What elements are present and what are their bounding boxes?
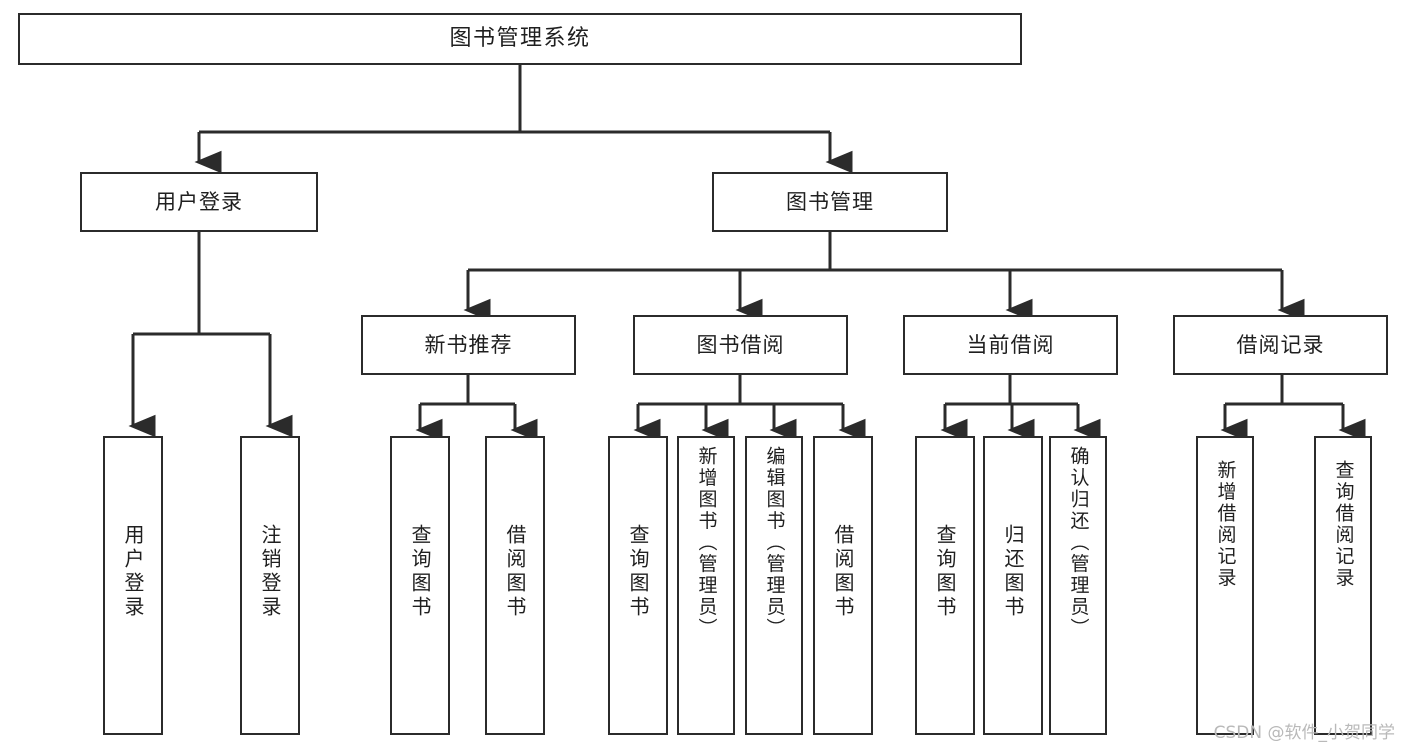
node-leaf-return-book-label: 归还图书 — [1001, 524, 1025, 620]
node-leaf-query-book-2[interactable]: 查询图书 — [608, 436, 668, 735]
node-root-label: 图书管理系统 — [449, 26, 591, 52]
node-leaf-add-record[interactable]: 新增借阅记录 — [1196, 436, 1254, 735]
csdn-watermark: CSDN @软件_小贺同学 — [1213, 723, 1395, 743]
node-leaf-edit-book[interactable]: 编辑图书（管理员） — [745, 436, 803, 735]
node-leaf-query-book-3[interactable]: 查询图书 — [915, 436, 975, 735]
node-book-borrow[interactable]: 图书借阅 — [633, 315, 848, 375]
node-leaf-add-book[interactable]: 新增图书（管理员） — [677, 436, 735, 735]
node-book-manage-label: 图书管理 — [786, 189, 874, 214]
node-new-book-rec-label: 新书推荐 — [424, 332, 513, 357]
node-leaf-query-book-1-label: 查询图书 — [408, 524, 432, 620]
node-leaf-query-record[interactable]: 查询借阅记录 — [1314, 436, 1372, 735]
node-leaf-confirm-return-label: 确认归还（管理员） — [1067, 446, 1090, 640]
node-book-manage[interactable]: 图书管理 — [712, 172, 948, 232]
node-leaf-query-book-3-label: 查询图书 — [933, 524, 957, 620]
node-leaf-borrow-book-1-label: 借阅图书 — [503, 524, 527, 620]
node-borrow-record-label: 借阅记录 — [1236, 332, 1325, 357]
node-user-login[interactable]: 用户登录 — [80, 172, 318, 232]
node-leaf-borrow-book-1[interactable]: 借阅图书 — [485, 436, 545, 735]
node-leaf-return-book[interactable]: 归还图书 — [983, 436, 1043, 735]
node-leaf-user-login-label: 用户登录 — [121, 524, 145, 620]
node-leaf-borrow-book-2[interactable]: 借阅图书 — [813, 436, 873, 735]
node-leaf-query-book-1[interactable]: 查询图书 — [390, 436, 450, 735]
node-current-borrow-label: 当前借阅 — [966, 332, 1055, 357]
node-current-borrow[interactable]: 当前借阅 — [903, 315, 1118, 375]
node-leaf-edit-book-label: 编辑图书（管理员） — [763, 446, 786, 640]
node-leaf-user-logout-label: 注销登录 — [258, 524, 282, 620]
node-leaf-user-logout[interactable]: 注销登录 — [240, 436, 300, 735]
node-leaf-add-record-label: 新增借阅记录 — [1214, 460, 1237, 589]
node-leaf-query-book-2-label: 查询图书 — [626, 524, 650, 620]
node-leaf-confirm-return[interactable]: 确认归还（管理员） — [1049, 436, 1107, 735]
node-user-login-label: 用户登录 — [155, 189, 243, 214]
node-leaf-user-login[interactable]: 用户登录 — [103, 436, 163, 735]
node-leaf-add-book-label: 新增图书（管理员） — [695, 446, 718, 640]
node-new-book-rec[interactable]: 新书推荐 — [361, 315, 576, 375]
node-borrow-record[interactable]: 借阅记录 — [1173, 315, 1388, 375]
node-book-borrow-label: 图书借阅 — [696, 332, 785, 357]
node-leaf-query-record-label: 查询借阅记录 — [1332, 460, 1355, 589]
node-leaf-borrow-book-2-label: 借阅图书 — [831, 524, 855, 620]
node-root[interactable]: 图书管理系统 — [18, 13, 1022, 65]
